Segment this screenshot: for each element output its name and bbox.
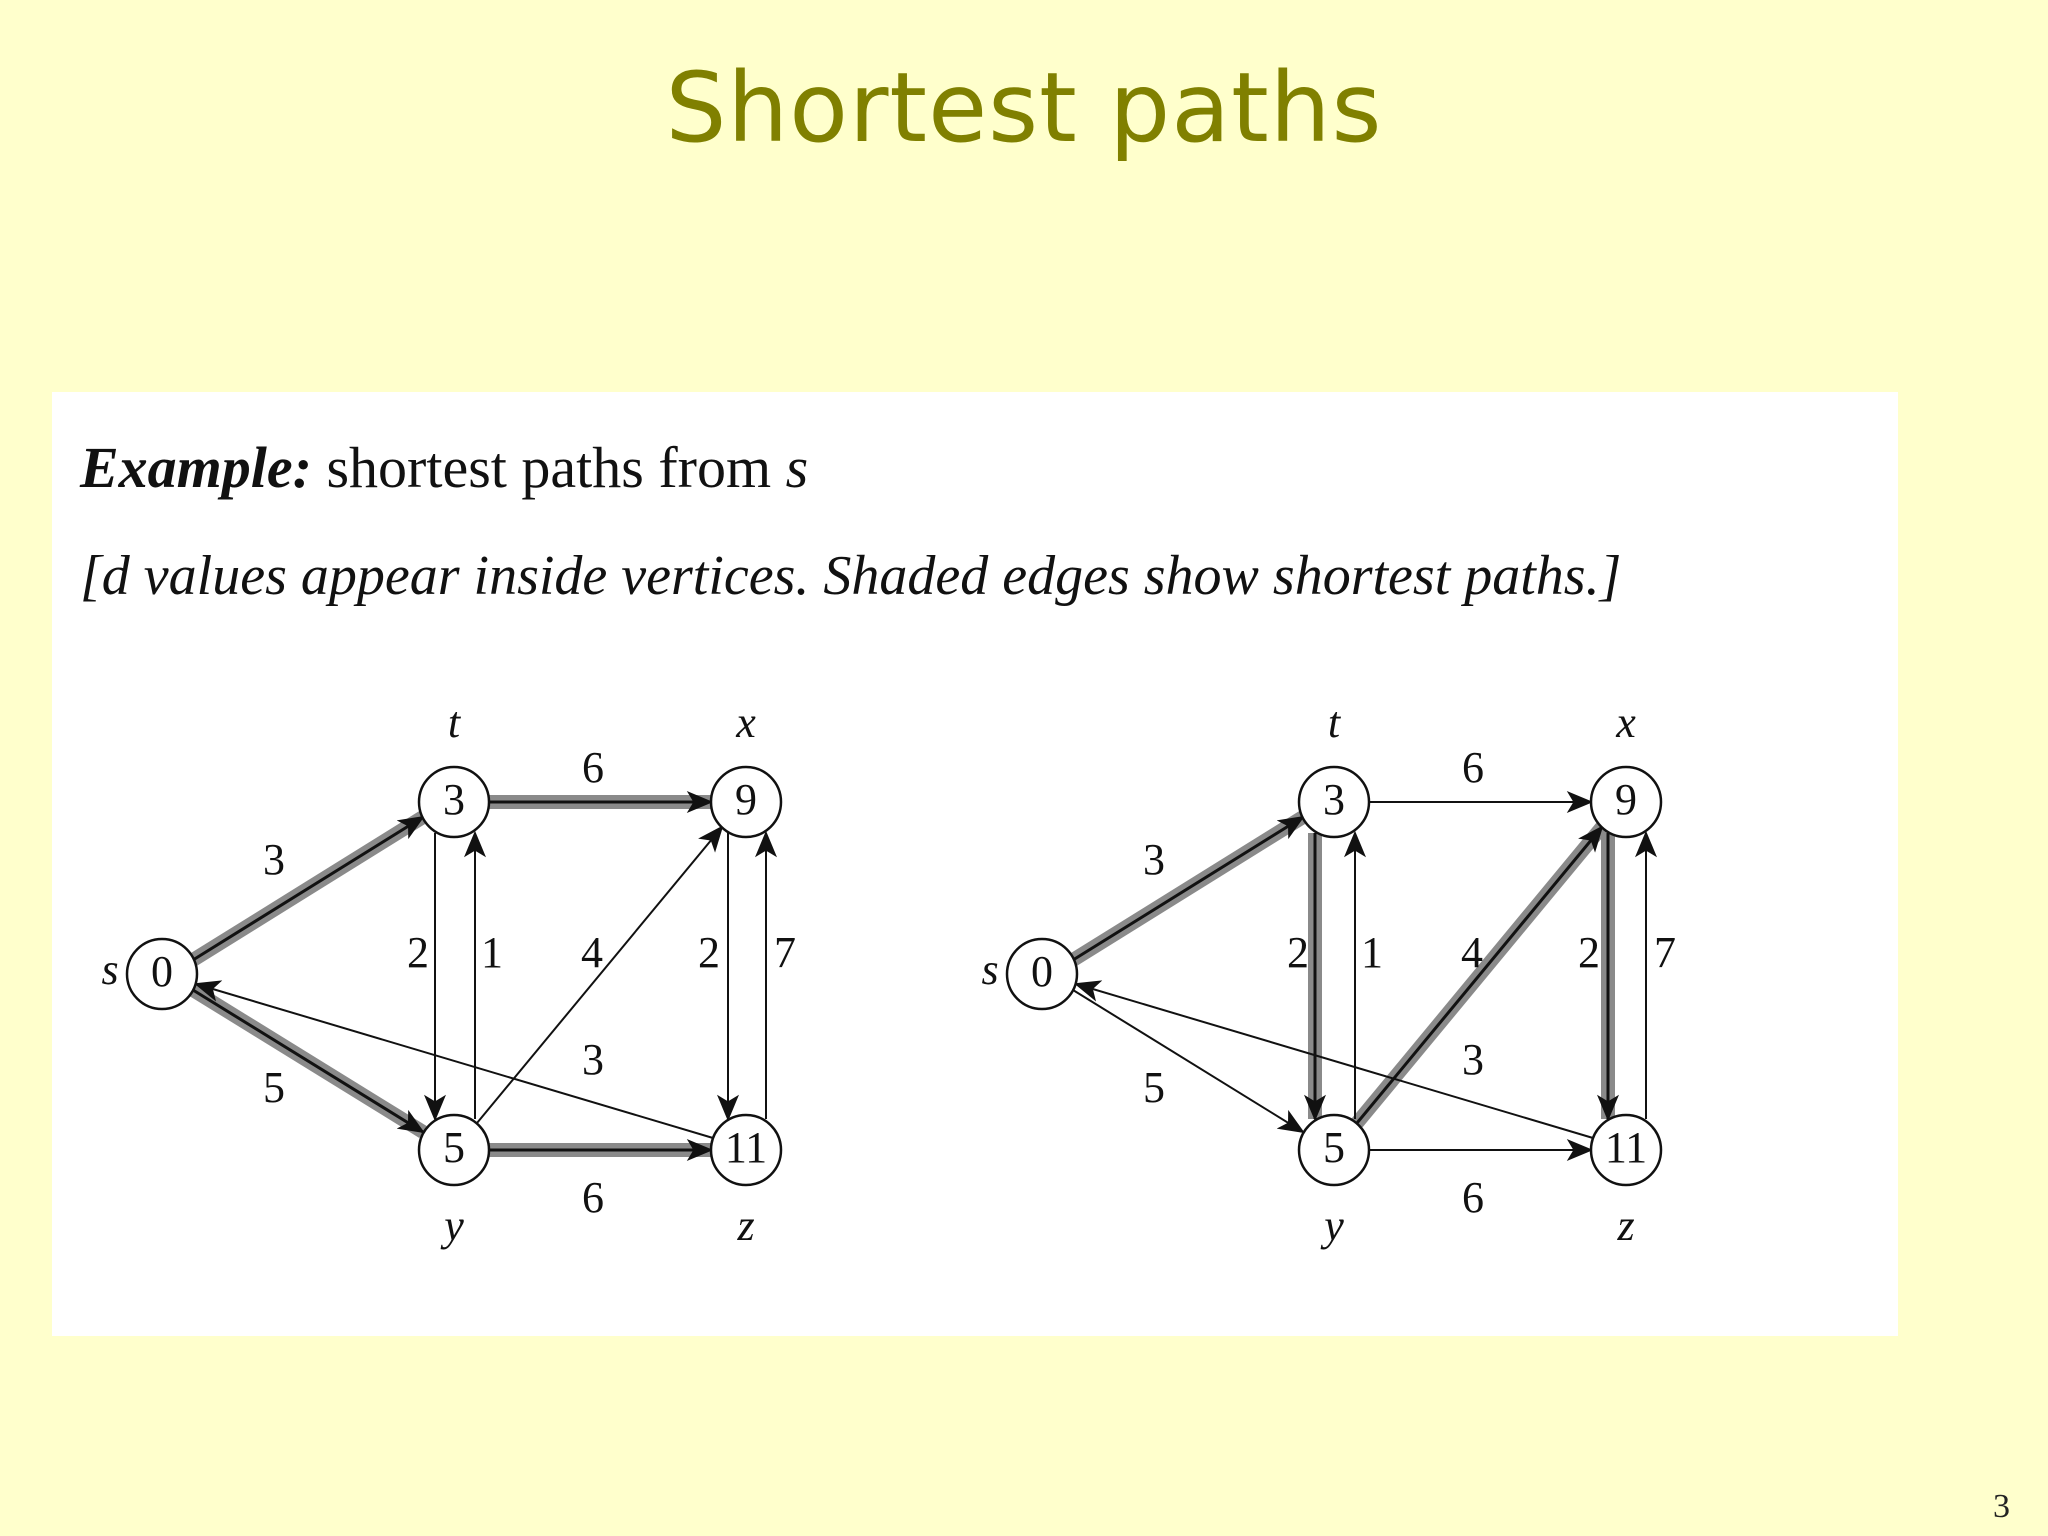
vertex-d-value-z: 11 <box>725 1123 767 1172</box>
vertex-name-s: s <box>981 945 998 994</box>
example-text: shortest paths from <box>326 435 772 500</box>
edge-weight-s-y: 5 <box>263 1063 285 1112</box>
edge-s-t <box>1072 815 1305 962</box>
vertex-d-value-s: 0 <box>151 947 173 996</box>
edge-weight-y-z: 6 <box>1462 1173 1484 1222</box>
vertex-name-z: z <box>736 1201 754 1250</box>
edge-weight-x-z: 2 <box>698 928 720 977</box>
vertex-t <box>1297 765 1371 839</box>
edge-s-t <box>192 815 425 962</box>
edge-weight-z-s: 3 <box>1462 1035 1484 1084</box>
edge-weight-z-s: 3 <box>582 1035 604 1084</box>
vertex-d-value-t: 3 <box>443 775 465 824</box>
vertex-name-z: z <box>1616 1201 1634 1250</box>
vertex-z <box>709 1113 783 1187</box>
vertex-t <box>417 765 491 839</box>
edge-weight-s-y: 5 <box>1143 1063 1165 1112</box>
vertex-z <box>1589 1113 1663 1187</box>
edge-weight-s-t: 3 <box>1143 835 1165 884</box>
edge-z-s <box>193 980 714 1139</box>
vertex-d-value-x: 9 <box>1615 775 1637 824</box>
vertex-name-y: y <box>440 1201 464 1250</box>
vertex-d-value-x: 9 <box>735 775 757 824</box>
vertex-s <box>1005 937 1079 1011</box>
edge-weight-s-t: 3 <box>263 835 285 884</box>
edge-weight-y-x: 4 <box>1461 928 1483 977</box>
graph-left: 3 5 6 2 1 4 6 2 7 3 0s 3 t 9 x 5 y 11 z <box>101 698 796 1250</box>
vertex-d-value-y: 5 <box>443 1123 465 1172</box>
edge-y-x <box>1355 825 1604 1124</box>
example-source-var: s <box>785 435 809 500</box>
slide-title: Shortest paths <box>665 52 1383 164</box>
edge-weight-y-t: 1 <box>1361 928 1383 977</box>
vertex-y <box>417 1113 491 1187</box>
vertex-x <box>1589 765 1663 839</box>
edge-weight-t-y: 2 <box>1287 928 1309 977</box>
edge-weight-t-y: 2 <box>407 928 429 977</box>
vertex-name-t: t <box>448 698 462 747</box>
edge-weight-x-z: 2 <box>1578 928 1600 977</box>
edge-s-y <box>1072 989 1305 1134</box>
vertex-d-value-y: 5 <box>1323 1123 1345 1172</box>
vertex-name-y: y <box>1320 1201 1344 1250</box>
edge-weight-t-x: 6 <box>582 743 604 792</box>
example-heading: Example: shortest paths from s <box>80 434 808 501</box>
edge-y-x <box>476 825 724 1124</box>
vertex-name-x: x <box>1615 698 1636 747</box>
edge-weight-y-z: 6 <box>582 1173 604 1222</box>
vertex-name-t: t <box>1328 698 1342 747</box>
edge-weight-z-x: 7 <box>1654 928 1676 977</box>
vertex-name-x: x <box>735 698 756 747</box>
figure-caption: [d values appear inside vertices. Shaded… <box>80 545 1622 607</box>
edge-weight-t-x: 6 <box>1462 743 1484 792</box>
edge-weight-z-x: 7 <box>774 928 796 977</box>
vertex-name-s: s <box>101 945 118 994</box>
graph-right: 3 5 6 2 1 4 6 2 7 3 0s 3 t 9 x 5 y 11 z <box>981 698 1676 1250</box>
edge-weight-y-x: 4 <box>581 928 603 977</box>
example-label: Example: <box>80 435 312 500</box>
vertex-d-value-z: 11 <box>1605 1123 1647 1172</box>
figure-panel: Example: shortest paths from s [d values… <box>52 392 1898 1336</box>
page-number: 3 <box>1993 1488 2010 1525</box>
vertex-d-value-s: 0 <box>1031 947 1053 996</box>
edge-s-y <box>192 988 425 1134</box>
vertex-d-value-t: 3 <box>1323 775 1345 824</box>
vertex-x <box>709 765 783 839</box>
vertex-y <box>1297 1113 1371 1187</box>
edge-weight-y-t: 1 <box>481 928 503 977</box>
vertex-s <box>125 937 199 1011</box>
edge-z-s <box>1073 980 1594 1139</box>
